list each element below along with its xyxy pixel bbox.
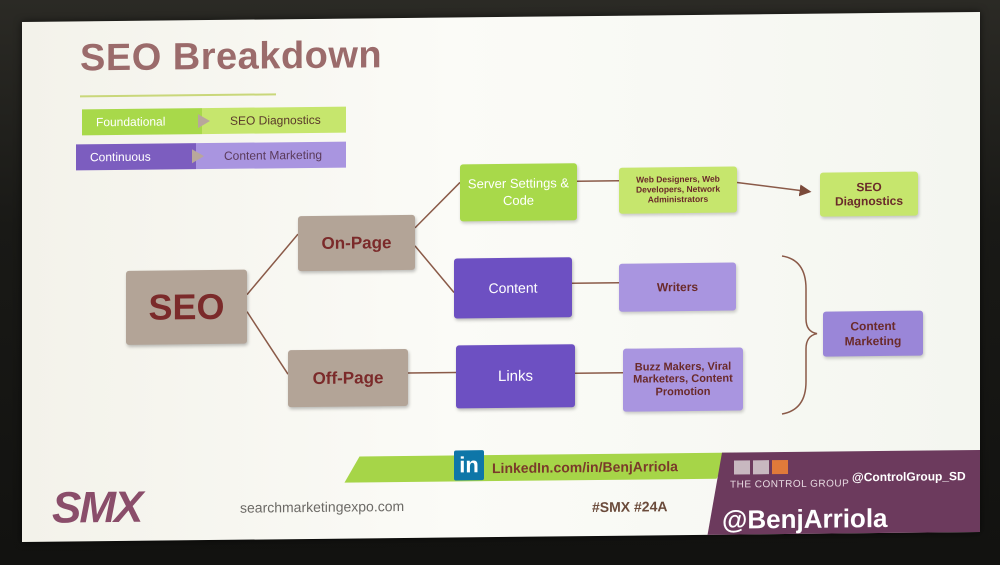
controlgroup-logo [734,459,820,480]
company-handle: @ControlGroup_SD [852,469,966,485]
node-seo: SEO [126,269,247,345]
logo-square-icon [753,460,769,475]
connector-onpage-content [414,245,455,293]
node-writers: Writers [619,262,736,312]
speaker-handle: @BenjArriola [722,502,888,535]
logo-square-icon [772,459,788,475]
smx-logo: SMX [52,482,142,533]
projector-screen: SEO Breakdown Foundational SEO Diagnosti… [22,11,980,543]
logo-square-icon [734,460,750,475]
company-name: THE CONTROL GROUP [730,478,850,491]
connector-seo-offpage [246,311,289,375]
connector-links-buzz [575,371,623,374]
session-hashtag: #SMX #24A [592,498,668,516]
node-on-page: On-Page [298,214,415,272]
connector-onpage-server [414,181,461,229]
node-server-settings: Server Settings & Code [460,163,577,222]
connector-offpage-links [408,371,456,374]
node-links: Links [456,344,575,409]
node-web-designers: Web Designers, Web Developers, Network A… [619,166,737,214]
node-off-page: Off-Page [288,348,408,408]
diagram-connectors [246,179,818,415]
connector-web-seodiag [736,181,812,197]
brace-content-marketing [781,255,818,415]
node-content: Content [454,257,572,319]
linkedin-url[interactable]: LinkedIn.com/in/BenjArriola [492,458,678,477]
linkedin-icon: in [454,450,484,481]
node-buzz-makers: Buzz Makers, Viral Marketers, Content Pr… [623,347,743,412]
expo-url: searchmarketingexpo.com [240,497,405,516]
node-seo-diagnostics: SEO Diagnostics [820,171,918,217]
node-content-marketing: Content Marketing [823,310,923,357]
connector-seo-onpage [246,233,299,296]
